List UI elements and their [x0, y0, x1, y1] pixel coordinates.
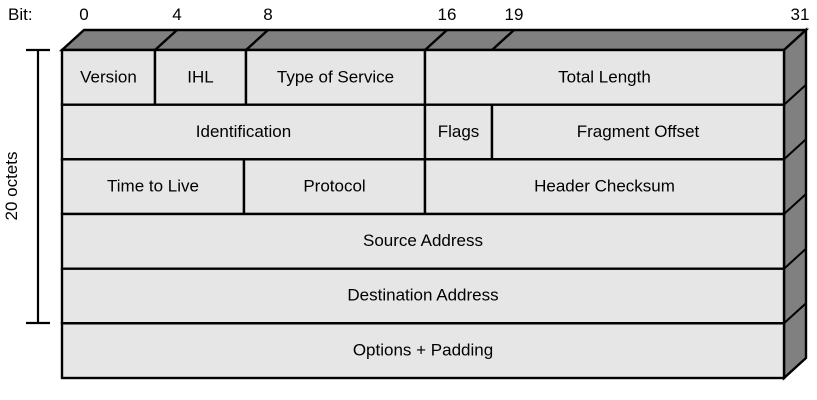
bit-tick-8: 8 [263, 5, 272, 24]
box-side-face [782, 27, 808, 381]
bit-tick-31: 31 [791, 5, 810, 24]
bit-tick-0: 0 [79, 5, 88, 24]
bit-ruler-caption: Bit: [8, 5, 33, 24]
field-label-options-padding: Options + Padding [353, 340, 493, 359]
side-divider-4 [783, 247, 807, 270]
field-label-fragment-offset: Fragment Offset [577, 122, 700, 141]
header-row-options: Options + Padding [60, 322, 786, 380]
field-cell-flags[interactable] [423, 103, 494, 161]
field-label-total-length: Total Length [558, 67, 651, 86]
field-cell-options-padding[interactable] [60, 322, 786, 380]
top-divider-bit8 [245, 29, 269, 51]
top-divider-bit16 [424, 29, 448, 51]
header-row-version: Version IHL Type of Service Total Length [60, 48, 786, 106]
field-label-ihl: IHL [187, 67, 213, 86]
field-label-time-to-live: Time to Live [107, 176, 199, 195]
field-label-destination-address: Destination Address [347, 285, 498, 304]
header-row-destination-address: Destination Address [60, 267, 786, 325]
top-divider-bit19 [491, 29, 515, 51]
bit-tick-4: 4 [172, 5, 181, 24]
octets-bracket [26, 48, 50, 325]
field-cell-header-checksum[interactable] [423, 158, 786, 216]
header-row-identification: Identification Flags Fragment Offset [60, 103, 786, 161]
field-label-type-of-service: Type of Service [277, 67, 394, 86]
side-divider-1 [783, 83, 807, 106]
box-top-face [58, 28, 810, 52]
field-label-identification: Identification [196, 122, 291, 141]
header-row-ttl: Time to Live Protocol Header Checksum [60, 158, 786, 216]
field-cell-ihl[interactable] [153, 48, 248, 106]
bit-tick-16: 16 [438, 5, 457, 24]
field-label-source-address: Source Address [363, 231, 483, 250]
header-row-source-address: Source Address [60, 212, 786, 270]
field-cell-destination-address[interactable] [60, 267, 786, 325]
field-cell-fragment-offset[interactable] [490, 103, 786, 161]
side-divider-2 [783, 138, 807, 161]
field-label-version: Version [80, 67, 137, 86]
bit-tick-19: 19 [505, 5, 524, 24]
field-cell-time-to-live[interactable] [60, 158, 246, 216]
field-label-header-checksum: Header Checksum [534, 176, 675, 195]
octets-label: 20 octets [2, 152, 21, 221]
field-label-protocol: Protocol [303, 176, 365, 195]
side-divider-5 [783, 302, 807, 325]
field-cell-total-length[interactable] [423, 48, 786, 106]
side-divider-3 [783, 193, 807, 215]
field-label-flags: Flags [438, 122, 480, 141]
top-divider-bit4 [154, 29, 178, 51]
bit-ruler-labels: 0 4 8 16 19 31 [79, 5, 809, 24]
